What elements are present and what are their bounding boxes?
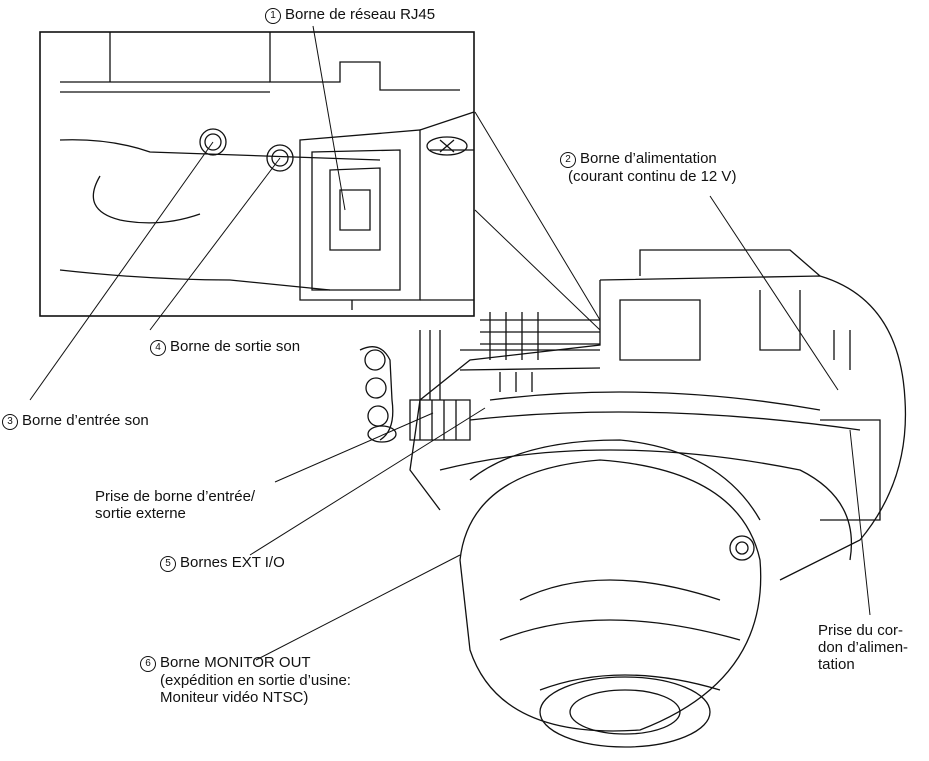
callout-number: 6 [140,656,156,672]
callout-number: 2 [560,152,576,168]
label-line: (courant continu de 12 V) [568,168,737,185]
label-line: tation [818,656,855,673]
label-text: Borne de réseau RJ45 [285,6,436,23]
cables [359,312,601,443]
leader-lines [29,25,871,661]
label-line: Prise de borne d’entrée/ [95,488,256,505]
label-line: sortie externe [95,505,186,522]
inset-detail [59,32,475,310]
camera-body [409,249,907,748]
label-line: Moniteur vidéo NTSC) [160,689,309,706]
label-ext-socket: Prise de borne d’entrée/ sortie externe [95,488,255,522]
label-line: Borne MONITOR OUT [160,654,311,671]
callout-number: 5 [160,556,176,572]
label-text: Bornes EXT I/O [180,554,285,571]
label-line: Prise du cor- [818,622,904,639]
callout-number: 4 [150,340,166,356]
label-text: Borne de sortie son [170,338,301,355]
label-text: Borne d’entrée son [22,412,149,429]
label-power-cord-socket: Prise du cor- don d’alimen- tation [818,622,908,673]
callout-number: 3 [2,414,18,430]
inset-frame [39,31,475,317]
label-line: don d’alimen- [818,639,909,656]
callout-number: 1 [265,8,281,24]
label-line: Borne d’alimentation [580,150,717,167]
label-line: (expédition en sortie d’usine: [160,672,351,689]
